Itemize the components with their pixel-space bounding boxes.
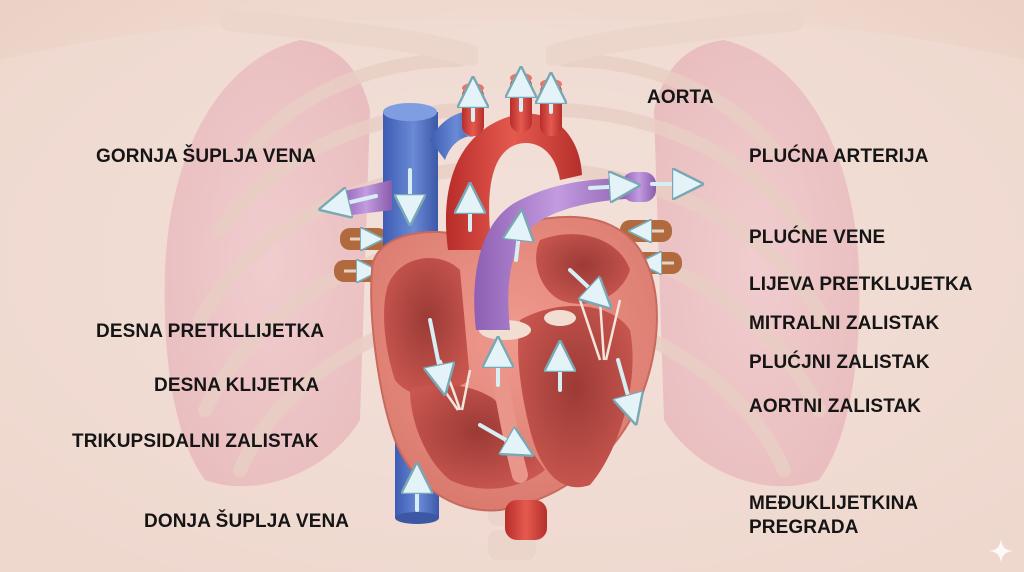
label-plucne-vene: PLUĆNE VENE: [749, 227, 886, 248]
label-aorta: AORTA: [647, 87, 714, 108]
label-aortni-zalistak: AORTNI ZALISTAK: [749, 396, 922, 417]
label-meduklijetkina-line1: MEĐUKLIJETKINA: [749, 493, 919, 514]
sparkle-icon: [989, 539, 1013, 563]
label-desna-klijetka: DESNA KLIJETKA: [154, 375, 320, 396]
label-gornja-supljja-vena: GORNJA ŠUPLJA VENA: [96, 146, 316, 167]
label-desna-pretklijetka: DESNA PRETKLLIJETKA: [96, 321, 325, 342]
label-lijeva-pretklijetka: LIJEVA PRETKLUJETKA: [749, 274, 973, 295]
label-plucna-arterija: PLUĆNA ARTERIJA: [749, 146, 929, 167]
label-trikupsidalni-zalistak: TRIKUPSIDALNI ZALISTAK: [72, 431, 319, 452]
label-mitralni-zalistak: MITRALNI ZALISTAK: [749, 313, 940, 334]
label-donja-supljja-vena: DONJA ŠUPLJA VENA: [144, 511, 350, 532]
label-meduklijetkina-line2: PREGRADA: [749, 517, 859, 538]
label-plucni-zalistak: PLUĆJNI ZALISTAK: [749, 352, 930, 373]
